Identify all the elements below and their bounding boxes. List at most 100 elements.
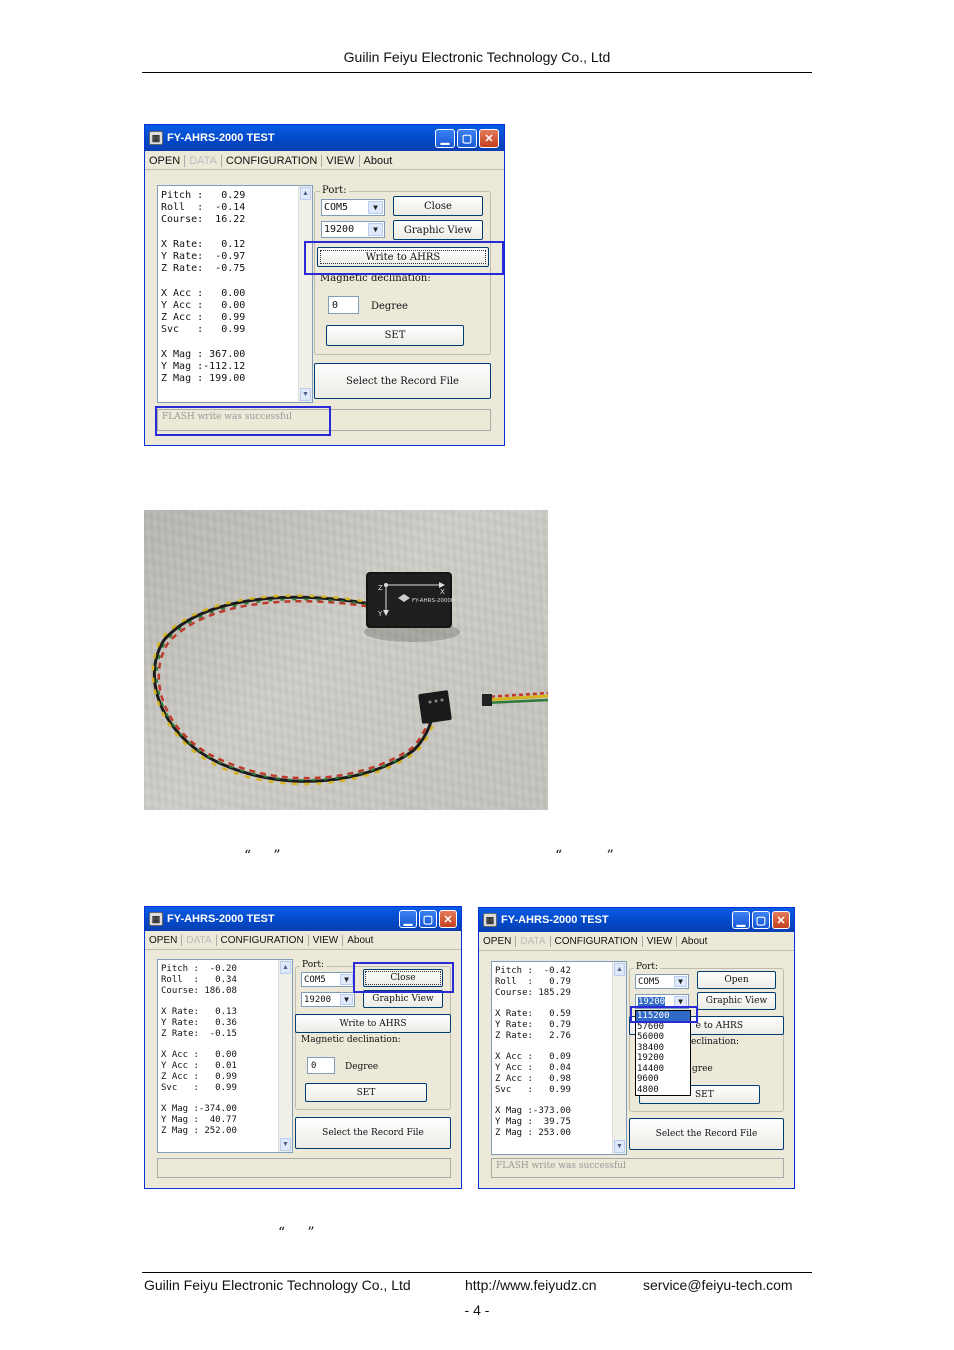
baud-value: 19200 [324,224,355,235]
status-bar [157,1158,451,1178]
graphic-view-button[interactable]: Graphic View [393,220,483,240]
page-header: Guilin Feiyu Electronic Technology Co., … [343,49,611,65]
maximize-icon[interactable]: ▢ [419,910,437,928]
menu-view[interactable]: VIEW [322,154,360,167]
baud-dropdown-list[interactable]: 115200 57600 56000 38400 19200 14400 960… [635,1010,691,1096]
port-label: Port: [634,962,661,972]
axis-z-label: Z [378,584,383,592]
window-title: FY-AHRS-2000 TEST [501,914,609,926]
port-label: Port: [300,960,327,970]
menu-configuration[interactable]: CONFIGURATION [551,936,643,947]
close-icon[interactable]: ✕ [479,129,499,148]
highlight-box [155,406,331,436]
port-toggle-button[interactable]: Open [697,971,776,989]
title-bar[interactable]: ▦ FY-AHRS-2000 TEST ▁ ▢ ✕ [479,908,794,932]
title-bar[interactable]: ▦ FY-AHRS-2000 TEST ▁ ▢ ✕ [145,125,504,151]
menu-view[interactable]: VIEW [309,935,344,946]
scroll-down-icon[interactable]: ▼ [614,1140,625,1153]
title-bar[interactable]: ▦ FY-AHRS-2000 TEST ▁ ▢ ✕ [145,907,461,931]
menu-open[interactable]: OPEN [479,936,517,947]
baud-select[interactable]: 19200▼ [635,994,689,1009]
baud-option[interactable]: 57600 [637,1021,665,1032]
data-scrollbar[interactable]: ▲ ▼ [278,960,292,1152]
app-window-1: ▦ FY-AHRS-2000 TEST ▁ ▢ ✕ OPEN DATA CONF… [144,124,505,446]
write-to-ahrs-button[interactable]: Write to AHRS [295,1014,451,1033]
select-record-file-button[interactable]: Select the Record File [314,363,491,399]
port-value: COM5 [324,202,349,213]
minimize-icon[interactable]: ▁ [399,910,417,928]
minimize-icon[interactable]: ▁ [732,911,750,929]
graphic-view-button[interactable]: Graphic View [363,990,443,1008]
menu-data[interactable]: DATA [185,154,222,167]
sensor-data-panel: Pitch : -0.20 Roll : 0.34 Course: 186.08… [157,959,293,1153]
set-button[interactable]: SET [326,325,464,346]
degree-label: Degree [371,301,408,312]
write-to-ahrs-button[interactable]: Write to AHRS [317,247,489,267]
footer-email[interactable]: service@feiyu-tech.com [643,1277,793,1293]
scroll-up-icon[interactable]: ▲ [280,961,291,974]
port-select[interactable]: COM5 ▼ [301,972,355,987]
baud-option[interactable]: 115200 [636,1011,690,1022]
menu-about[interactable]: About [363,154,393,167]
app-icon: ▦ [149,912,163,926]
port-value: COM5 [638,976,660,987]
menu-open[interactable]: OPEN [145,935,183,946]
select-record-file-button[interactable]: Select the Record File [629,1118,784,1150]
header-rule [142,72,812,73]
scroll-up-icon[interactable]: ▲ [614,963,625,976]
chevron-down-icon[interactable]: ▼ [340,994,353,1005]
baud-option[interactable]: 56000 [637,1032,665,1042]
scroll-up-icon[interactable]: ▲ [300,187,311,200]
menu-open[interactable]: OPEN [145,154,186,167]
chevron-down-icon[interactable]: ▼ [674,976,687,987]
status-bar: FLASH write was successful [157,409,491,431]
menu-configuration[interactable]: CONFIGURATION [217,935,309,946]
baud-option[interactable]: 9600 [637,1074,659,1084]
close-icon[interactable]: ✕ [772,911,790,929]
scroll-down-icon[interactable]: ▼ [300,388,311,401]
sensor-data-panel: Pitch : -0.42 Roll : 0.79 Course: 185.29… [491,961,627,1155]
port-toggle-button[interactable]: Close [363,969,443,987]
chevron-down-icon[interactable]: ▼ [368,201,383,214]
baud-select[interactable]: 19200 ▼ [321,221,385,238]
set-button[interactable]: SET [305,1083,427,1102]
sensor-data-panel: Pitch : 0.29 Roll : -0.14 Course: 16.22 … [157,185,313,403]
chevron-down-icon[interactable]: ▼ [340,974,353,985]
status-bar: FLASH write was successful [491,1158,784,1178]
data-scrollbar[interactable]: ▲ ▼ [298,186,312,402]
select-record-file-button[interactable]: Select the Record File [295,1117,451,1149]
maximize-icon[interactable]: ▢ [457,129,477,148]
baud-option[interactable]: 19200 [637,1053,665,1063]
menu-data[interactable]: DATA [182,935,217,946]
magnetic-declination-input[interactable]: 0 [328,296,359,314]
baud-value: 19200 [304,994,332,1005]
chevron-down-icon[interactable]: ▼ [368,223,383,236]
axis-y-label: Y [377,610,383,618]
menu-data[interactable]: DATA [516,936,551,947]
port-toggle-button[interactable]: Close [393,196,483,216]
quote-marks-3: “ ” [278,1225,315,1241]
graphic-view-button[interactable]: Graphic View [697,992,776,1010]
baud-select[interactable]: 19200 ▼ [301,992,355,1007]
menu-configuration[interactable]: CONFIGURATION [222,154,323,167]
port-select[interactable]: COM5 ▼ [635,974,689,989]
magnetic-declination-input[interactable]: 0 [307,1057,335,1074]
data-scrollbar[interactable]: ▲ ▼ [612,962,626,1154]
menu-view[interactable]: VIEW [643,936,678,947]
menu-bar: OPEN DATA CONFIGURATION VIEW About [145,152,504,170]
footer-url[interactable]: http://www.feiyudz.cn [465,1277,597,1293]
port-group [629,968,784,1112]
close-icon[interactable]: ✕ [439,910,457,928]
baud-option[interactable]: 14400 [637,1063,665,1074]
menu-about[interactable]: About [681,936,708,947]
baud-option[interactable]: 4800 [637,1084,659,1095]
maximize-icon[interactable]: ▢ [752,911,770,929]
baud-option[interactable]: 38400 [637,1042,665,1053]
footer-rule [142,1272,812,1273]
port-value: COM5 [304,974,326,985]
menu-about[interactable]: About [347,935,374,946]
minimize-icon[interactable]: ▁ [435,129,455,148]
window-title: FY-AHRS-2000 TEST [167,913,275,925]
scroll-down-icon[interactable]: ▼ [280,1138,291,1151]
port-select[interactable]: COM5 ▼ [321,199,385,216]
